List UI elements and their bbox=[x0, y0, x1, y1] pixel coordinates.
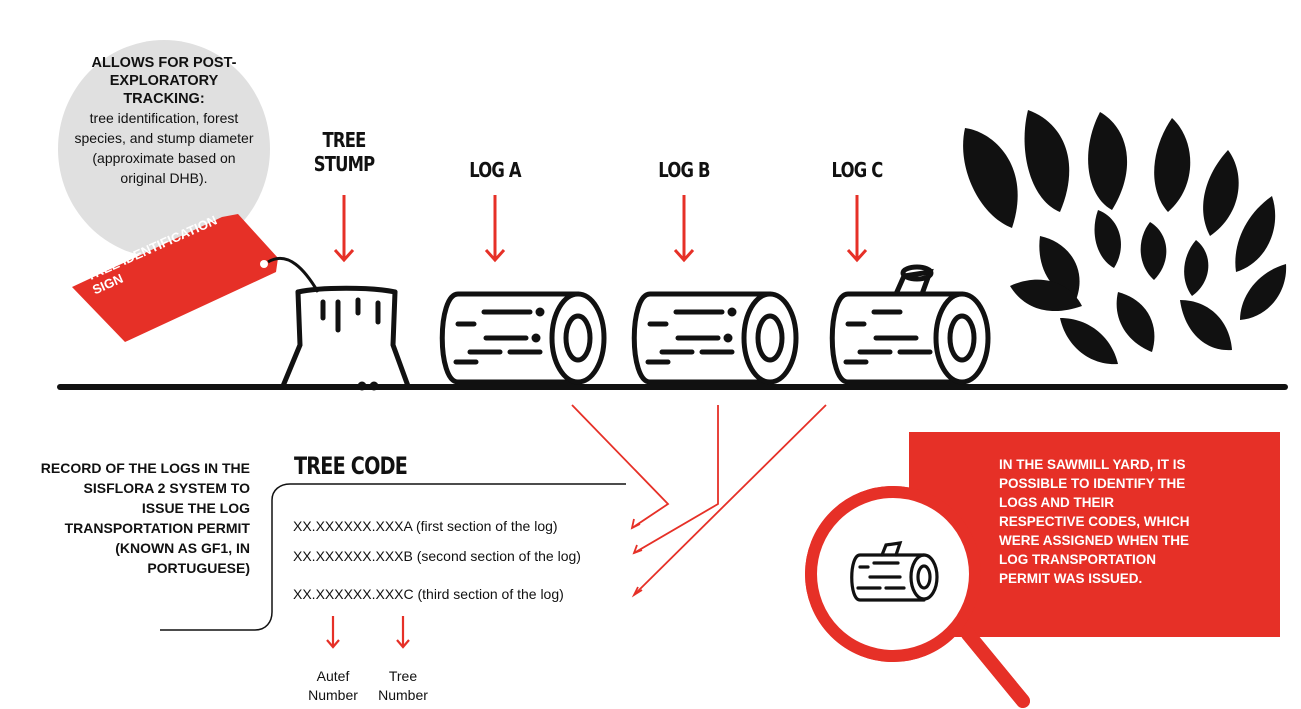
stage-label-stump: TREE STUMP bbox=[307, 128, 381, 176]
tree-code-line-b: XX.XXXXXX.XXXB (second section of the lo… bbox=[293, 547, 581, 565]
stage-label-log-b: LOG B bbox=[645, 158, 722, 182]
tree-code-line-a: XX.XXXXXX.XXXA (first section of the log… bbox=[293, 517, 558, 535]
tree-number-label: Tree Number bbox=[373, 667, 433, 705]
record-text: RECORD OF THE LOGS IN THE SISFLORA 2 SYS… bbox=[40, 458, 250, 578]
tree-code-line-c: XX.XXXXXX.XXXC (third section of the log… bbox=[293, 585, 564, 603]
tree-code-title: TREE CODE bbox=[294, 452, 407, 480]
autef-number-label: Autef Number bbox=[303, 667, 363, 705]
stage-label-log-c: LOG C bbox=[818, 158, 895, 182]
stage-label-log-a: LOG A bbox=[456, 158, 533, 182]
